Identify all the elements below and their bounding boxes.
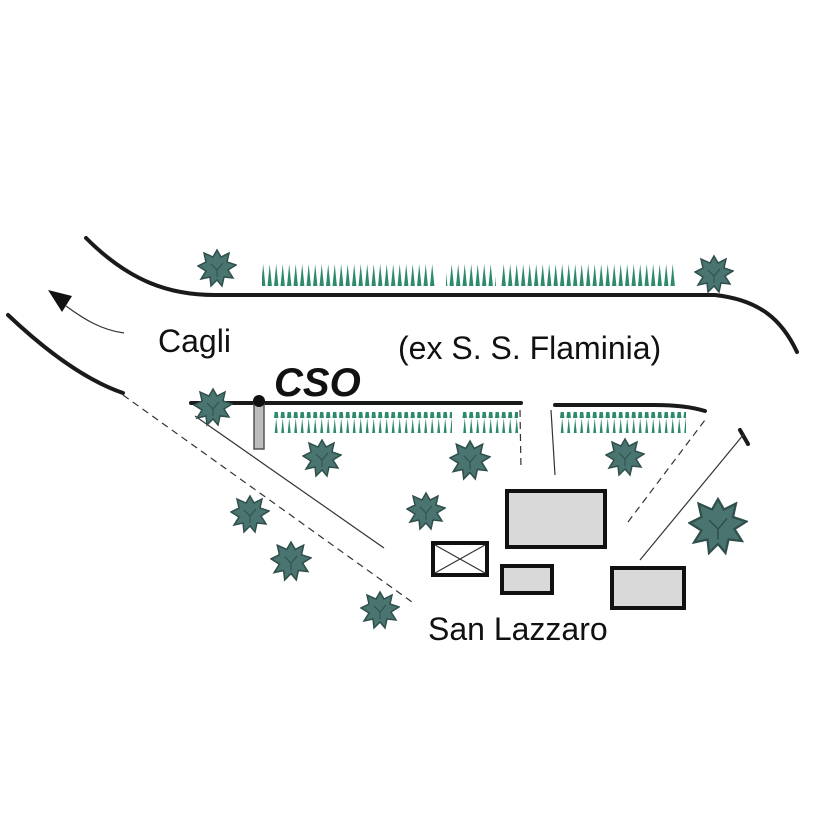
tree-icon bbox=[360, 591, 400, 629]
tree-icon bbox=[270, 541, 312, 581]
road-upper-edge bbox=[84, 236, 799, 354]
station-label: CSO bbox=[274, 361, 361, 405]
building-large bbox=[505, 489, 607, 549]
tree-icon bbox=[605, 438, 645, 476]
building-crossed bbox=[431, 541, 489, 577]
hedge-row bbox=[558, 412, 686, 433]
dashed-path-center bbox=[519, 409, 522, 471]
hedge-row bbox=[272, 412, 452, 433]
tree-icon bbox=[230, 495, 270, 533]
tree-icon bbox=[449, 440, 491, 480]
direction-arrow-line bbox=[65, 305, 125, 334]
hedge-row bbox=[262, 264, 436, 286]
tree-icon bbox=[694, 255, 734, 293]
road-name-label: (ex S. S. Flaminia) bbox=[398, 330, 661, 366]
place-label-cagli: Cagli bbox=[158, 323, 231, 359]
path-center bbox=[550, 409, 556, 476]
tree-icon bbox=[197, 249, 237, 287]
building-small bbox=[500, 564, 554, 595]
hedge-row bbox=[500, 264, 676, 286]
road-lower-curve bbox=[6, 313, 125, 395]
path-right bbox=[639, 433, 745, 561]
place-label-san-lazzaro: San Lazzaro bbox=[428, 611, 608, 647]
dashed-path-right bbox=[627, 419, 706, 523]
road-stub-right bbox=[738, 428, 750, 446]
building-right bbox=[610, 566, 686, 610]
tree-icon bbox=[688, 497, 748, 555]
hedge-row bbox=[446, 264, 496, 286]
tree-icon bbox=[406, 492, 446, 530]
road-lower-edge-right bbox=[553, 403, 707, 413]
path-left bbox=[194, 415, 385, 549]
tree-icon bbox=[302, 439, 342, 477]
station-marker-icon bbox=[253, 395, 265, 450]
arrow-icon bbox=[48, 290, 72, 312]
hedge-row bbox=[462, 412, 518, 433]
